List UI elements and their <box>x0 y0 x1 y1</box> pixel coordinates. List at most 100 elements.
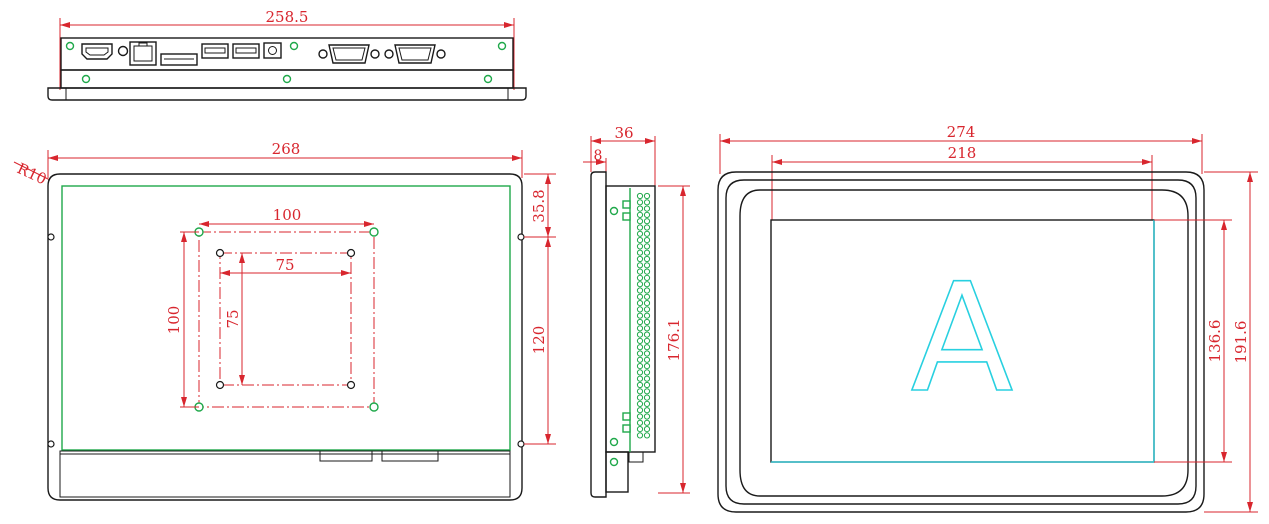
vesa-75-pattern <box>219 252 352 386</box>
vent-hole-icon <box>636 306 644 313</box>
side-screw-icon <box>609 206 619 216</box>
db9-screw-icon <box>384 49 394 59</box>
front-view: 274 218 A 136.6 191.6 <box>717 123 1258 513</box>
vesa-hole-icon <box>369 227 379 237</box>
dim-arrow <box>591 138 601 144</box>
vent-hole-icon <box>643 293 651 300</box>
ethernet-port-latch <box>138 42 148 47</box>
vent-hole-icon <box>636 432 644 439</box>
vent-hole-icon <box>643 300 651 307</box>
dim-arrow <box>545 227 551 237</box>
vent-hole-icon <box>636 249 644 256</box>
hdmi-port-inner <box>85 47 109 56</box>
vent-hole-icon <box>643 400 651 407</box>
vent-hole-icon <box>636 331 644 338</box>
vesa-outer-width-label: 100 <box>273 206 302 224</box>
vent-hole-icon <box>643 388 651 395</box>
vent-hole-icon <box>636 419 644 426</box>
serial-port-inner <box>332 47 366 61</box>
display-width-label: 218 <box>948 144 977 162</box>
dim-arrow <box>1221 452 1227 462</box>
vent-hole-icon <box>643 192 651 200</box>
top-dim-arrow-right <box>504 22 514 28</box>
vent-hole-icon <box>643 344 651 351</box>
vent-hole-icon <box>643 369 651 376</box>
dim-arrow <box>596 159 606 165</box>
dim-arrow <box>220 270 230 276</box>
dim-arrow <box>1192 138 1202 144</box>
side-hole-icon <box>517 440 525 448</box>
vent-hole-icon <box>643 363 651 370</box>
vent-hole-icon <box>636 199 644 206</box>
usb-port-icon <box>201 43 229 59</box>
side-height-label: 176.1 <box>665 319 683 362</box>
vesa-inner-width-label: 75 <box>275 256 294 274</box>
vent-hole-icon <box>636 205 644 212</box>
vent-hole-icon <box>643 375 651 382</box>
serial-port-icon <box>328 44 370 64</box>
dc-power-jack-inner <box>268 46 277 55</box>
top-view: 258.5 <box>47 8 527 101</box>
vesa-outer-height-label: 100 <box>165 306 183 335</box>
vent-hole-icon <box>643 312 651 319</box>
vent-hole-icon <box>636 312 644 319</box>
usb-port-inner <box>204 47 226 54</box>
vent-hole-icon <box>636 211 644 218</box>
dim-arrow <box>772 159 782 165</box>
front-width-label: 274 <box>947 123 976 141</box>
vent-hole-icon <box>643 381 651 389</box>
back-radius-label: R10 <box>14 159 49 188</box>
top-screw-icon <box>282 74 292 84</box>
vesa-hole-icon <box>215 248 225 258</box>
display-height-label: 136.6 <box>1206 320 1224 363</box>
dim-arrow <box>181 397 187 407</box>
vent-hole-icon <box>636 243 644 250</box>
dim-arrow <box>645 138 655 144</box>
vent-hole-icon <box>643 426 651 433</box>
vent-hole-icon <box>643 350 651 357</box>
front-bezel-outer <box>717 171 1205 513</box>
dc-power-jack-icon <box>263 42 282 59</box>
vent-hole-icon <box>636 394 644 401</box>
side-screw-icon <box>609 457 619 467</box>
hole-spacing-label: 120 <box>530 326 548 355</box>
vent-hole-icon <box>643 274 651 281</box>
vent-hole-icon <box>636 337 644 344</box>
side-view: 36 8 176.1 <box>583 124 690 498</box>
vent-hole-icon <box>636 413 644 420</box>
vent-hole-icon <box>636 325 644 332</box>
top-screw-icon <box>65 41 75 51</box>
side-component <box>622 424 631 433</box>
radius-leader <box>13 161 51 181</box>
vent-hole-icon <box>636 287 644 294</box>
card-slot-icon <box>160 53 198 66</box>
db9-screw-icon <box>436 49 446 59</box>
dim-arrow <box>545 174 551 184</box>
dim-arrow <box>181 232 187 242</box>
usb-port-icon <box>232 43 260 59</box>
vent-hole-icon <box>636 426 644 433</box>
vent-hole-icon <box>636 388 644 395</box>
vent-hole-icon <box>636 344 644 351</box>
vent-hole-icon <box>636 237 644 244</box>
vent-hole-icon <box>636 407 644 414</box>
side-io-block <box>605 451 629 493</box>
top-screw-icon <box>483 74 493 84</box>
top-dim-arrow-left <box>60 22 70 28</box>
dim-arrow <box>364 221 374 227</box>
vent-hole-icon <box>636 281 644 288</box>
vesa-hole-icon <box>346 380 356 390</box>
dim-arrow <box>1221 220 1227 230</box>
vent-hole-icon <box>636 224 644 231</box>
vent-hole-icon <box>643 249 651 256</box>
vent-hole-icon <box>636 356 644 363</box>
front-bezel-inner <box>725 179 1197 505</box>
dim-arrow <box>545 434 551 444</box>
vent-hole-icon <box>636 350 644 357</box>
ethernet-port-icon <box>129 41 157 66</box>
vent-hole-icon <box>643 205 651 212</box>
dim-arrow <box>720 138 730 144</box>
vent-hole-icon <box>643 306 651 313</box>
dim-arrow <box>680 483 686 493</box>
vent-hole-icon <box>643 318 651 326</box>
